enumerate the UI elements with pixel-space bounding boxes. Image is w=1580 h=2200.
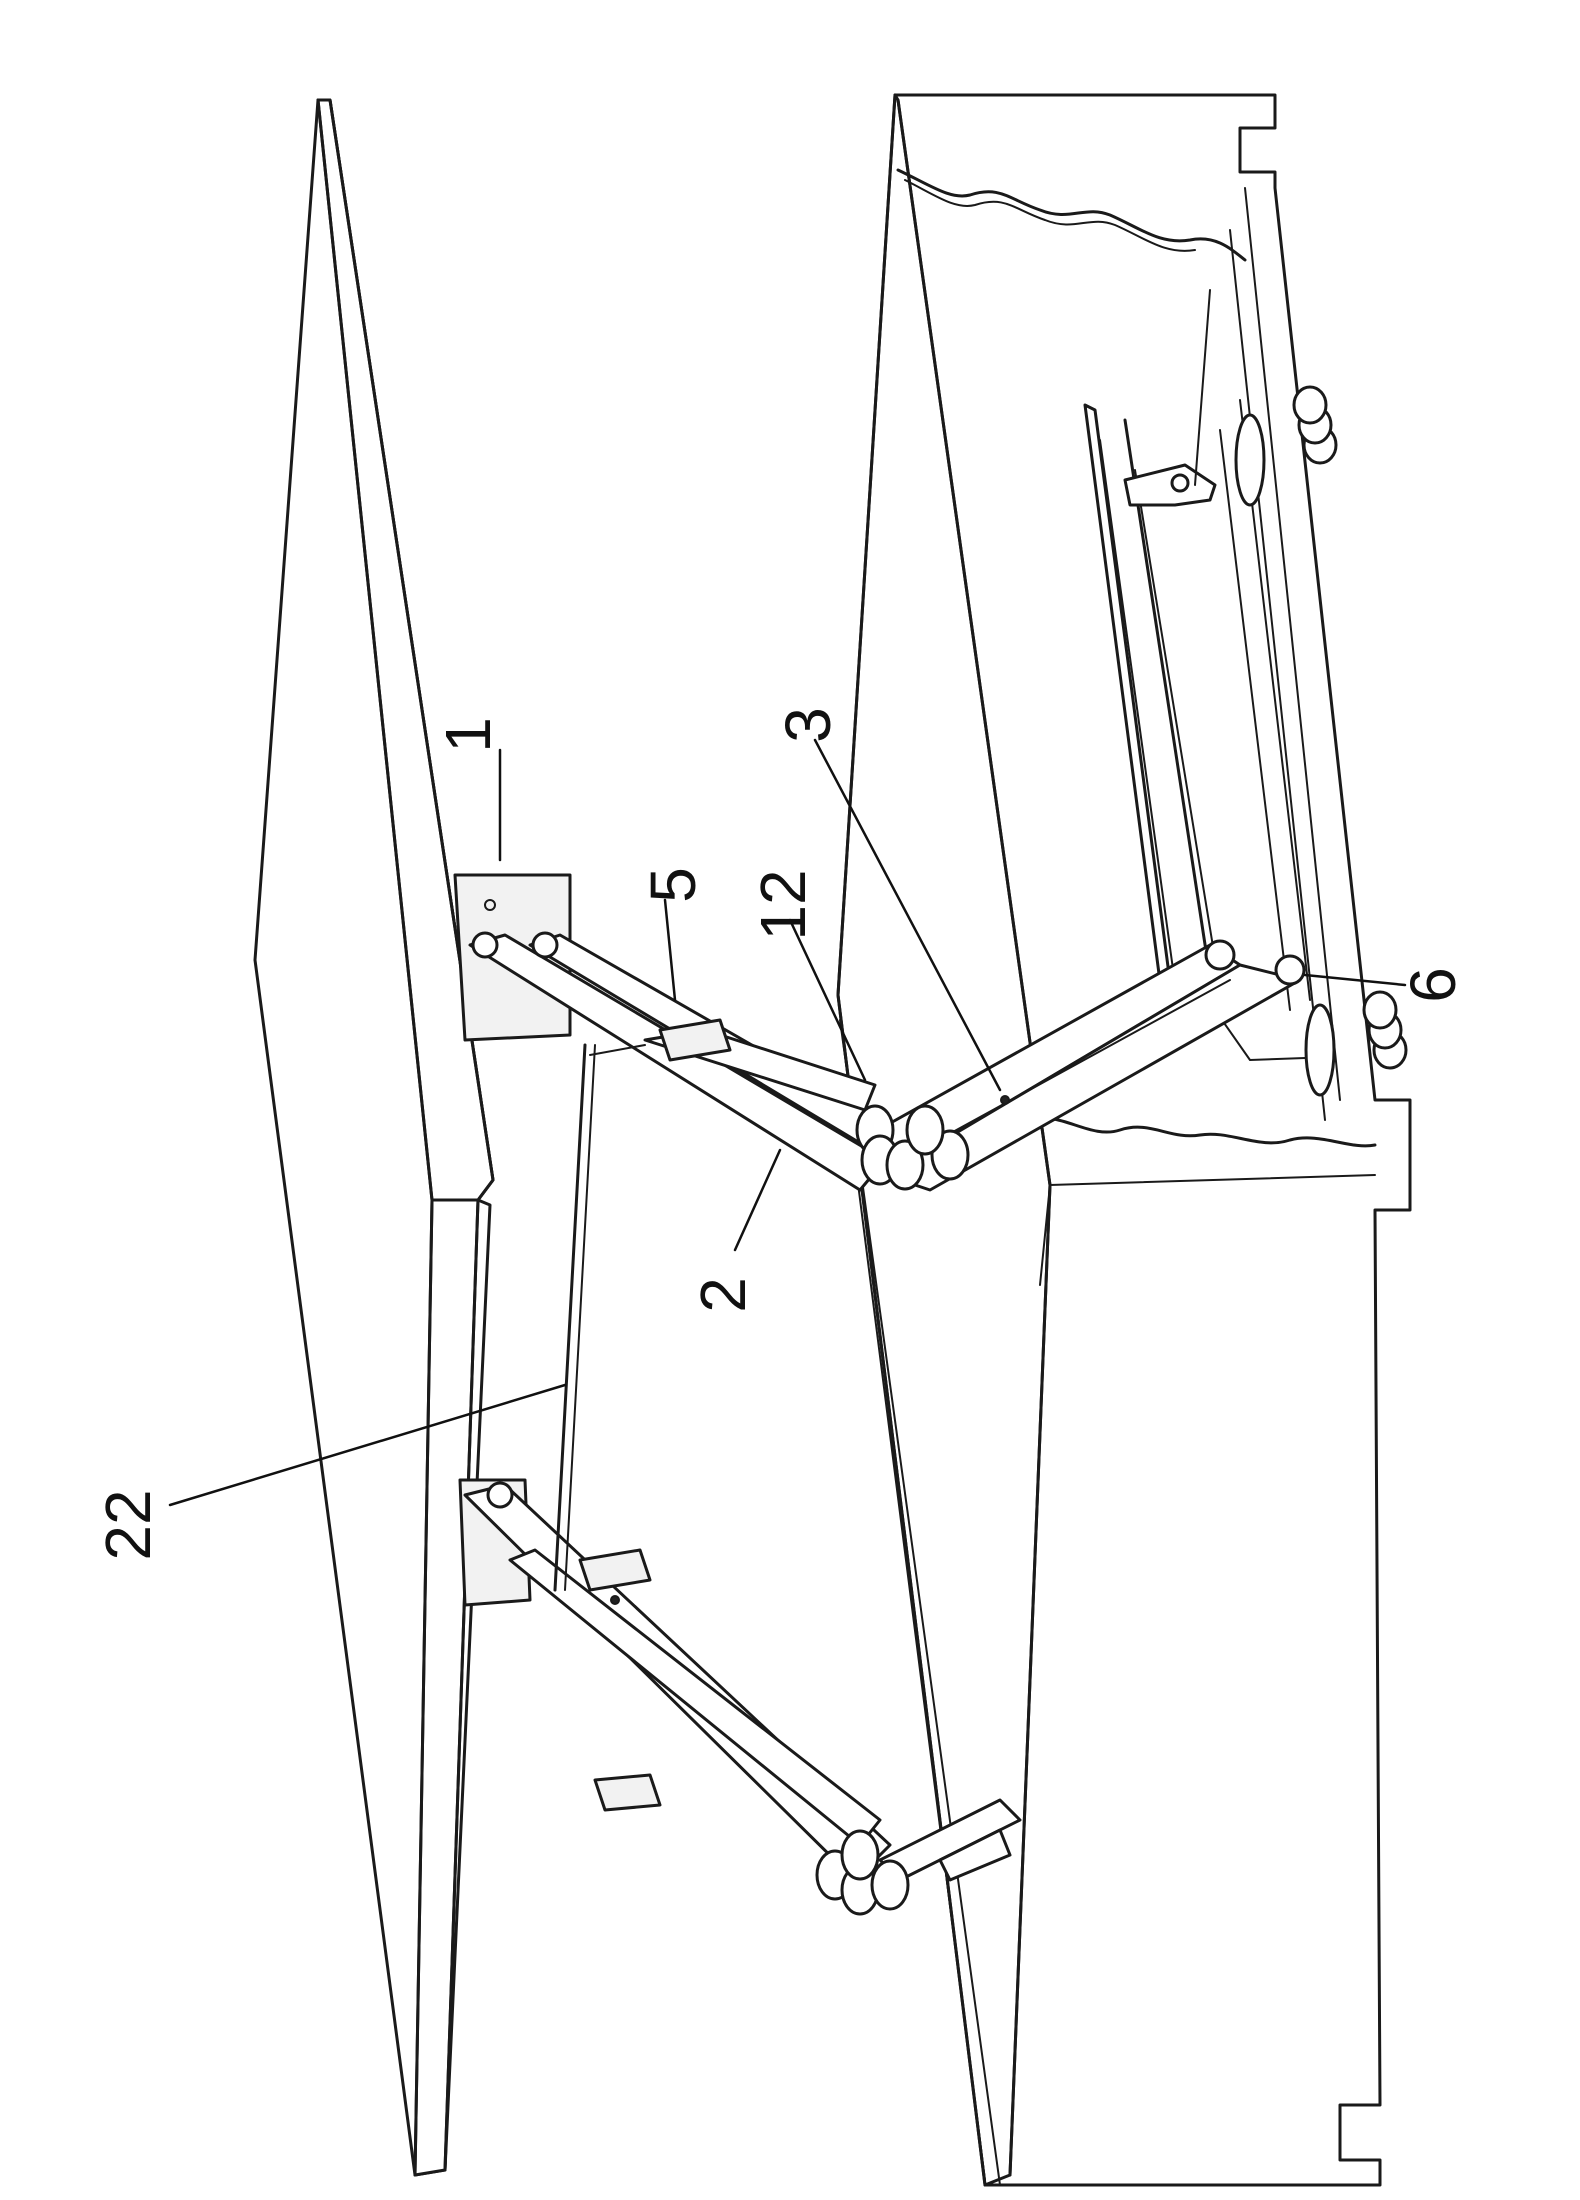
support-link (463, 1481, 1022, 1882)
ref-label-3: 3 (772, 707, 844, 743)
ref-label-6: 6 (1397, 967, 1469, 1003)
ref-label-2: 2 (687, 1277, 759, 1313)
gas-spring (589, 1018, 877, 1112)
roller-wheels (1234, 385, 1408, 1097)
leader-lines (168, 738, 1407, 1507)
ref-label-5: 5 (637, 867, 709, 903)
ref-label-1: 1 (432, 717, 504, 753)
ref-label-22: 22 (92, 1489, 164, 1560)
pivot-rollers (855, 1104, 970, 1191)
base-rail (1123, 289, 1306, 1061)
base-link (858, 939, 1306, 1192)
reference-labels: 1 5 12 3 6 2 22 (92, 707, 1469, 1560)
lift-arm (468, 931, 902, 1192)
ref-label-12: 12 (747, 869, 819, 940)
tabletop-panel (253, 98, 495, 2177)
pivot-rollers-lower (815, 1829, 910, 1916)
connecting-rod (553, 1043, 596, 1592)
